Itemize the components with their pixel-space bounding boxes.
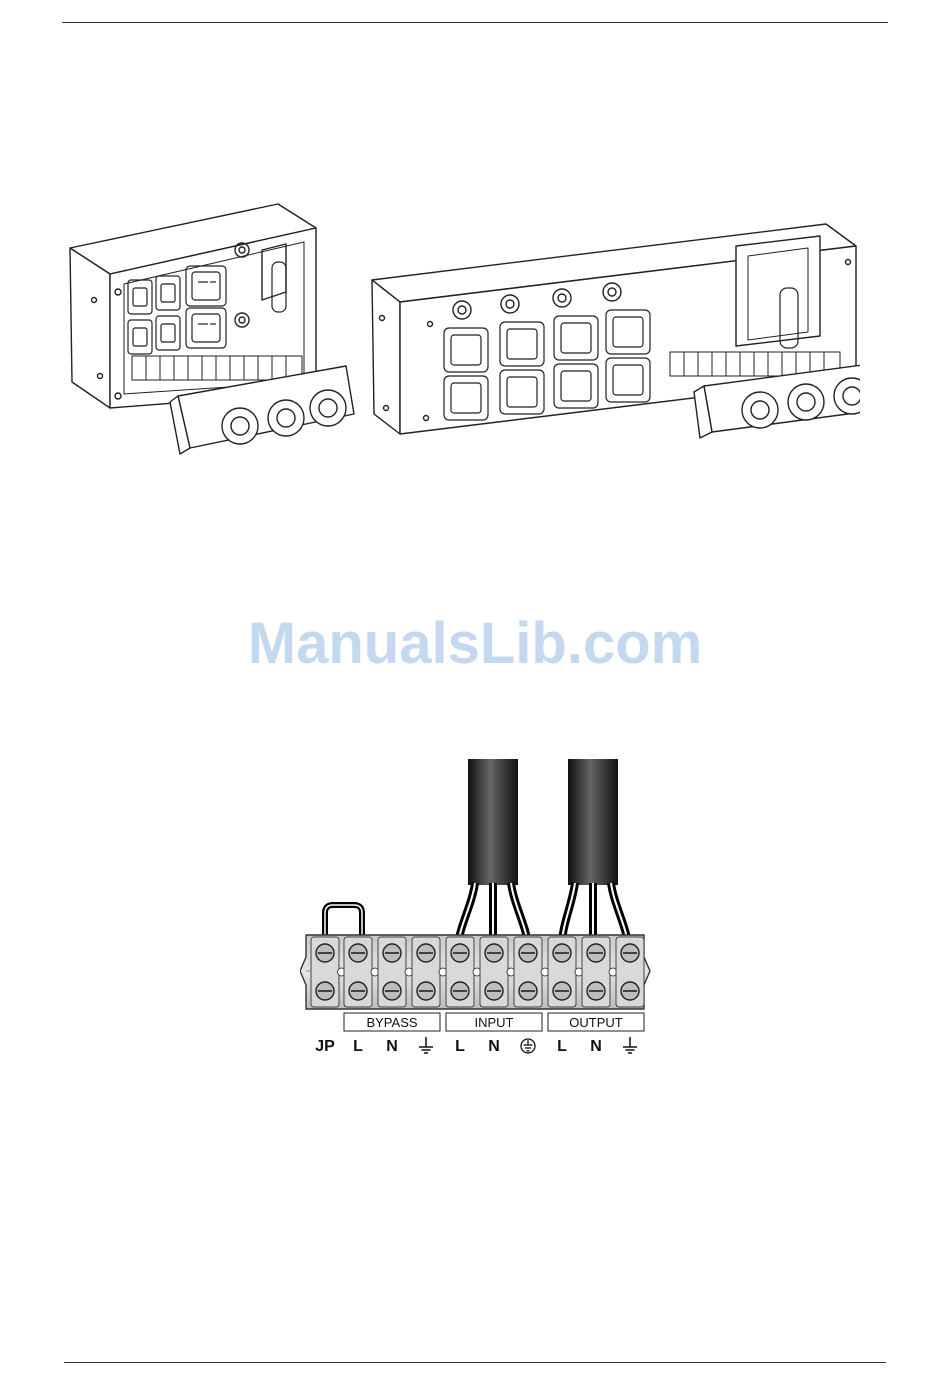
- terminal-9[interactable]: [582, 937, 610, 1007]
- terminal-7[interactable]: [514, 937, 542, 1007]
- terminal-label: L: [455, 1038, 465, 1055]
- footer-rule: [64, 1362, 886, 1363]
- terminal-label: L: [353, 1038, 363, 1055]
- terminal-label: N: [590, 1038, 602, 1055]
- output-cable: [562, 759, 628, 955]
- terminal-8[interactable]: [548, 937, 576, 1007]
- large-ups-unit: [372, 224, 860, 438]
- terminal-1[interactable]: [311, 937, 339, 1007]
- watermark: ManualsLib.com: [0, 610, 950, 677]
- bypass-label: BYPASS: [366, 1015, 417, 1030]
- terminal-block-wiring-diagram: BYPASS INPUT OUTPUT JP L N L N L N: [300, 755, 660, 1065]
- terminal-4[interactable]: [412, 937, 440, 1007]
- input-cable: [458, 759, 528, 955]
- terminal-label: N: [488, 1038, 500, 1055]
- input-label: INPUT: [475, 1015, 514, 1030]
- small-ups-unit: [70, 204, 354, 454]
- ups-rear-panels-illustration: [60, 196, 860, 466]
- ground-icon: [623, 1037, 637, 1053]
- protective-earth-icon: [521, 1039, 535, 1053]
- output-label: OUTPUT: [569, 1015, 623, 1030]
- terminal-2[interactable]: [344, 937, 372, 1007]
- terminal-label: N: [386, 1038, 398, 1055]
- ground-icon: [419, 1037, 433, 1053]
- terminal-5[interactable]: [446, 937, 474, 1007]
- terminal-10[interactable]: [616, 937, 644, 1007]
- terminal-3[interactable]: [378, 937, 406, 1007]
- terminal-6[interactable]: [480, 937, 508, 1007]
- terminal-label: L: [557, 1038, 567, 1055]
- header-rule: [62, 22, 888, 23]
- terminal-label: JP: [315, 1038, 335, 1055]
